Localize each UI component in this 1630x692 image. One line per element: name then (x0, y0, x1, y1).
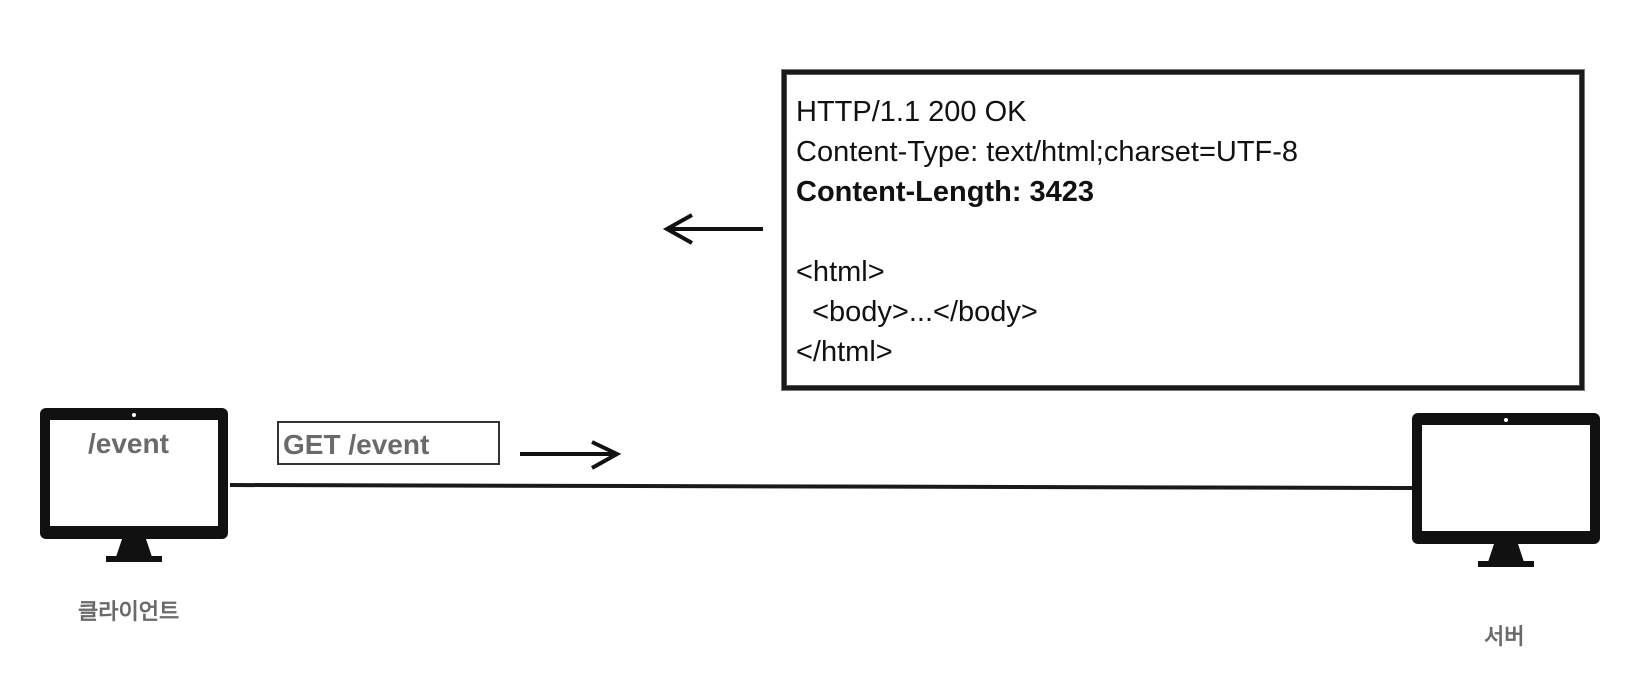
response-message-box: HTTP/1.1 200 OK Content-Type: text/html;… (782, 70, 1584, 390)
client-computer: /event (40, 408, 228, 563)
client-camera (132, 413, 136, 417)
response-body-line: </html> (796, 336, 893, 368)
response-content-length: Content-Length: 3423 (796, 176, 1095, 208)
connection-line (229, 483, 1413, 490)
request-message-box: GET /event (277, 421, 500, 465)
client-screen (50, 420, 218, 526)
client-stand (106, 539, 162, 562)
request-text: GET /event (283, 429, 430, 460)
response-status-line: HTTP/1.1 200 OK (796, 96, 1027, 128)
request-arrow-icon (520, 440, 622, 470)
response-body-line: <html> (796, 256, 885, 288)
server-camera (1504, 418, 1508, 422)
client-screen-text: /event (88, 428, 169, 459)
client-label: 클라이언트 (78, 599, 180, 624)
response-content-type: Content-Type: text/html;charset=UTF-8 (796, 136, 1299, 168)
response-body-line: <body>...</body> (796, 296, 1038, 328)
response-arrow-icon (662, 213, 763, 245)
server-computer (1412, 413, 1600, 568)
server-stand (1478, 544, 1534, 567)
server-label: 서버 (1484, 624, 1525, 649)
server-screen (1422, 425, 1590, 531)
